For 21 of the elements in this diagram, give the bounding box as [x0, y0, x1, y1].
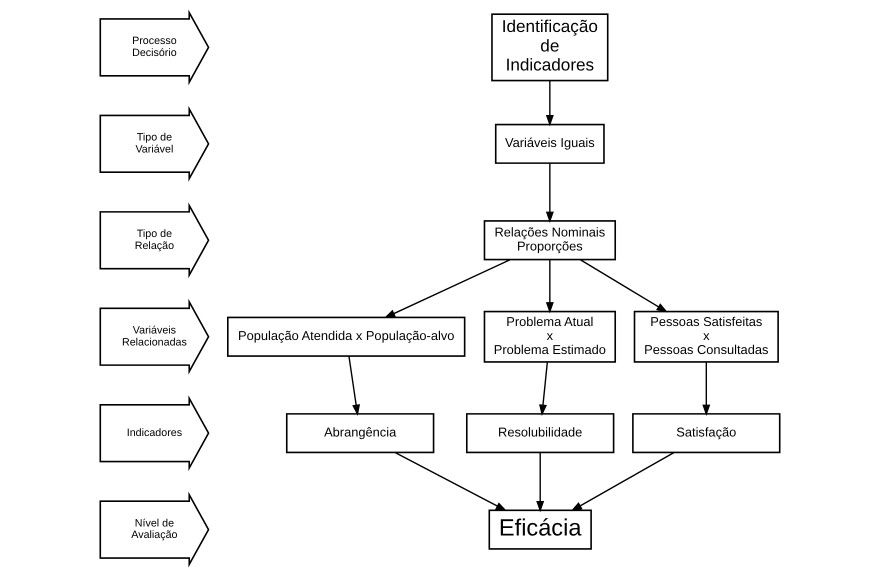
arrow	[702, 362, 710, 416]
node-box: Eficácia	[488, 510, 592, 550]
node-box: População Atendida x População-alvo	[226, 316, 465, 357]
node-box: Pessoas Satisfeitas x Pessoas Consultadas	[633, 310, 778, 363]
node-box: Identificação de Indicadores	[490, 13, 608, 82]
arrow	[383, 259, 510, 318]
node-box: Variáveis Iguais	[494, 124, 604, 164]
node-box: Satisfação	[632, 413, 780, 454]
arrow	[545, 80, 554, 126]
node-box: Problema Atual x Problema Estimado	[483, 310, 616, 363]
arrow	[545, 164, 554, 224]
arrow	[570, 452, 674, 512]
arrow	[538, 362, 548, 416]
arrow	[348, 356, 360, 416]
arrow	[580, 259, 668, 312]
node-box: Resolubilidade	[465, 413, 614, 454]
arrow	[536, 452, 544, 512]
node-box: Relações Nominais Proporções	[483, 220, 616, 260]
node-box: Abrangência	[285, 413, 434, 454]
arrow	[545, 260, 554, 314]
arrow	[394, 452, 507, 512]
